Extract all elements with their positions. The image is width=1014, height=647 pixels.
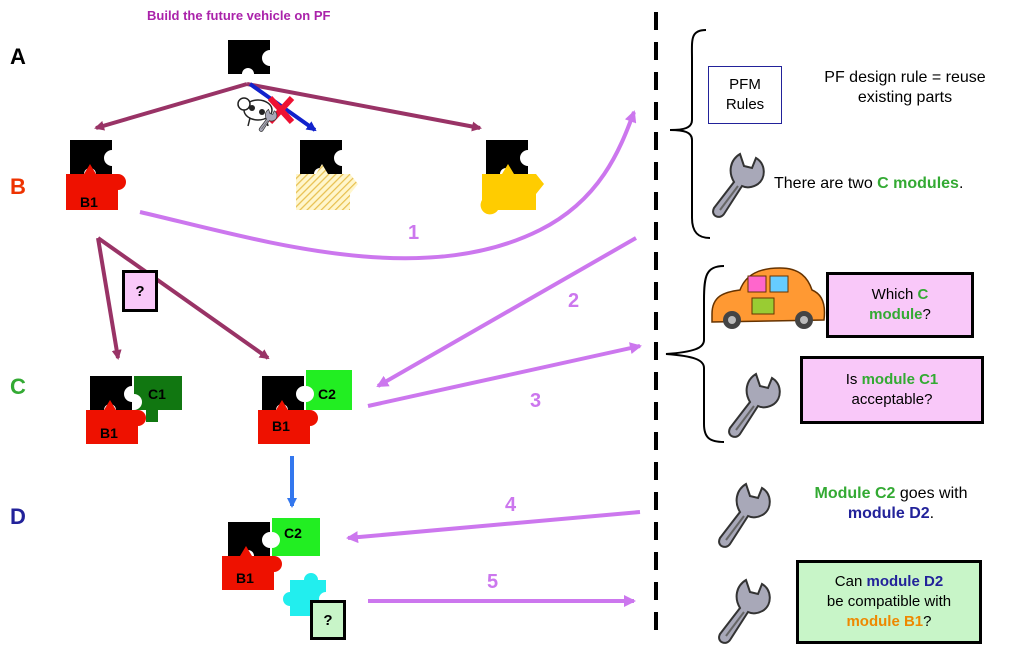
can-d2-bold2: module B1 [846,613,924,630]
row-label-d: D [10,504,26,529]
two-c-post: . [958,175,964,192]
two-c-modules-text: There are two C modules. [774,174,1014,194]
which-c-module-box: Which C module? [826,272,974,338]
is-c1-pre: Is [845,371,862,388]
piece-label-b1-c2: B1 [272,418,290,434]
brace-middle [665,265,725,443]
arrow-3 [367,342,642,408]
which-c-pre: Which [871,286,918,303]
which-c-post: ? [922,306,931,323]
piece-label-c1: C1 [148,386,166,402]
arrow-b1-c2 [96,236,270,360]
piece-label-c2-d: C2 [284,525,302,541]
wrench-icon [718,579,771,644]
piece-label-b1: B1 [80,194,98,210]
question-box-b: ? [122,270,158,312]
two-c-pre: There are two [774,175,878,192]
arrow-number-5: 5 [487,571,499,593]
arrow-a-b3 [246,82,482,132]
arrow-a-b1 [94,82,248,131]
wrench-icon [712,153,765,218]
brace-top [669,29,711,239]
piece-label-b1-c: B1 [100,425,118,441]
piece-b1 [66,140,126,210]
can-d2-compatible-box: Can module D2 be compatible with module … [796,560,982,644]
c2-d2-bold2: module D2 [847,505,930,522]
piece-label-b1-d: B1 [236,570,254,586]
is-c1-acceptable-box: Is module C1 acceptable? [800,356,984,424]
arrow-b1-c1 [96,237,122,360]
piece-a [228,40,270,74]
arrow-number-1: 1 [408,222,420,244]
piece-d [222,518,326,616]
piece-label-c2: C2 [318,386,336,402]
arrow-number-4: 4 [505,494,517,516]
can-d2-text: Can module D2 be compatible with module … [827,572,951,632]
question-box-d: ? [310,600,346,640]
wrench-icon [718,483,771,548]
is-c1-post: acceptable? [851,391,933,408]
which-c-bold1: C [917,286,929,303]
c2-d2-post: . [929,505,935,522]
arrow-4 [346,510,641,544]
two-c-bold: C modules [877,175,959,192]
c2-d2-mid: goes with [895,485,968,502]
piece-b3 [480,140,544,215]
is-c1-text: Is module C1 acceptable? [846,370,939,410]
car-icon [711,267,826,329]
diagram-title: Build the future vehicle on PF [147,8,331,23]
design-rule-text: PF design rule = reuse existing parts [824,69,986,106]
which-c-text: Which C module? [869,285,931,325]
pfm-rules-box: PFM Rules [708,66,782,124]
pfm-rules-label: PFM Rules [725,76,765,113]
is-c1-bold: module C1 [861,371,939,388]
arrow-2 [376,236,637,388]
c2-d2-bold1: Module C2 [814,485,896,502]
which-c-bold2: module [869,306,923,323]
can-d2-post: ? [923,613,932,630]
piece-b2 [296,140,358,210]
wrench-icon [728,373,781,438]
arrow-number-2: 2 [568,290,580,312]
arrow-1 [139,110,637,261]
c2-goes-with-d2-text: Module C2 goes with module D2. [776,484,1006,524]
can-d2-mid: be compatible with [826,593,952,610]
row-label-c: C [10,374,26,399]
piece-c1 [86,376,182,444]
piece-c2 [258,370,352,444]
row-label-b: B [10,174,26,199]
can-d2-bold1: module D2 [866,573,944,590]
row-label-a: A [10,44,26,69]
can-d2-pre: Can [834,573,867,590]
arrow-number-3: 3 [530,390,542,412]
